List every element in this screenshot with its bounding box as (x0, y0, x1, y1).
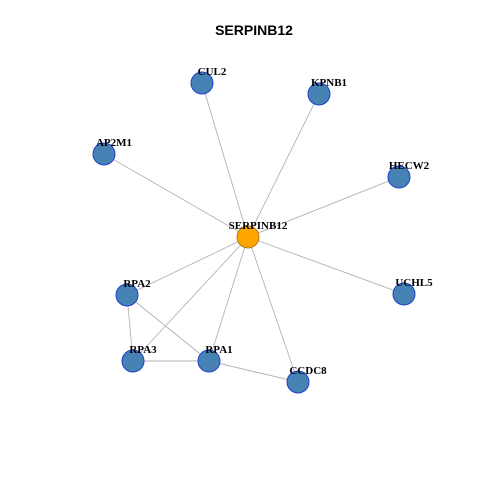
node-kpnb1 (307, 82, 331, 106)
edge-serpinb12-ap2m1 (103, 153, 249, 238)
node-cul2 (190, 71, 214, 95)
node-label-kpnb1: KPNB1 (311, 77, 347, 89)
node-label-hecw2: HECW2 (389, 160, 430, 172)
node-rpa3 (121, 349, 145, 373)
edge-rpa1-ccdc8 (208, 360, 299, 383)
edge-serpinb12-ccdc8 (247, 236, 299, 383)
node-uchl5 (392, 282, 416, 306)
edge-serpinb12-rpa3 (132, 236, 249, 362)
edge-serpinb12-rpa1 (208, 236, 249, 362)
node-label-rpa1: RPA1 (205, 344, 232, 356)
edge-serpinb12-rpa2 (126, 236, 249, 296)
node-label-rpa3: RPA3 (129, 344, 157, 356)
node-rpa1 (197, 349, 221, 373)
edges-layer (103, 82, 405, 383)
node-rpa2 (115, 283, 139, 307)
node-serpinb12 (236, 225, 260, 249)
edge-serpinb12-kpnb1 (247, 93, 320, 238)
node-label-rpa2: RPA2 (123, 278, 151, 290)
node-ap2m1 (92, 142, 116, 166)
graph-title: SERPINB12 (215, 22, 293, 38)
node-label-cul2: CUL2 (198, 66, 227, 78)
edge-serpinb12-uchl5 (247, 236, 405, 295)
node-ccdc8 (286, 370, 310, 394)
nodes-layer (92, 71, 416, 394)
node-label-ap2m1: AP2M1 (96, 137, 132, 149)
edge-serpinb12-hecw2 (247, 176, 400, 238)
node-label-uchl5: UCHL5 (395, 277, 433, 289)
node-hecw2 (387, 165, 411, 189)
edge-rpa2-rpa1 (126, 294, 210, 362)
edge-serpinb12-cul2 (201, 82, 249, 238)
node-label-ccdc8: CCDC8 (289, 365, 327, 377)
node-label-serpinb12: SERPINB12 (229, 220, 288, 232)
